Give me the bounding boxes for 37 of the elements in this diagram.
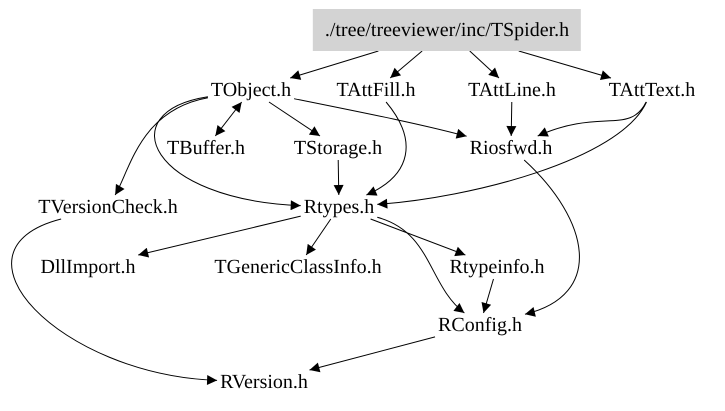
arrow [12,218,218,384]
arrow [482,278,494,314]
file-label: RConfig.h [435,313,525,337]
arrow [524,160,580,316]
arrow [469,50,500,78]
arrow [506,102,516,136]
file-label: RVersion.h [217,370,311,394]
arrow [268,102,320,136]
file-label: TGenericClassInfo.h [211,255,385,279]
arrow [518,50,612,80]
arrow [308,336,436,372]
file-label: Rtypeinfo.h [446,255,548,279]
arrow [376,216,465,314]
arrow [390,50,423,78]
arrow [306,218,332,256]
arrow [366,102,407,196]
file-label: TBuffer.h [164,136,248,160]
file-label: TObject.h [208,78,294,102]
arrow [154,96,302,210]
file-label: TAttFill.h [334,78,418,102]
file-label: DllImport.h [38,255,138,279]
arrow [294,98,468,139]
file-label: TStorage.h [290,136,386,160]
file-label: Riosfwd.h [466,136,556,160]
arrow [537,102,647,137]
arrow [138,216,302,258]
file-label: Rtypes.h [300,195,378,219]
arrow [214,102,242,136]
file-label: TAttLine.h [465,78,559,102]
arrow [334,160,344,196]
file-label: TVersionCheck.h [35,195,181,219]
arrow [290,50,379,80]
arrow [114,97,208,196]
file-box: ./tree/treeviewer/inc/TSpider.h [312,9,582,51]
file-label: TAttText.h [606,78,698,102]
arrow [376,102,648,208]
arrow [370,218,466,256]
